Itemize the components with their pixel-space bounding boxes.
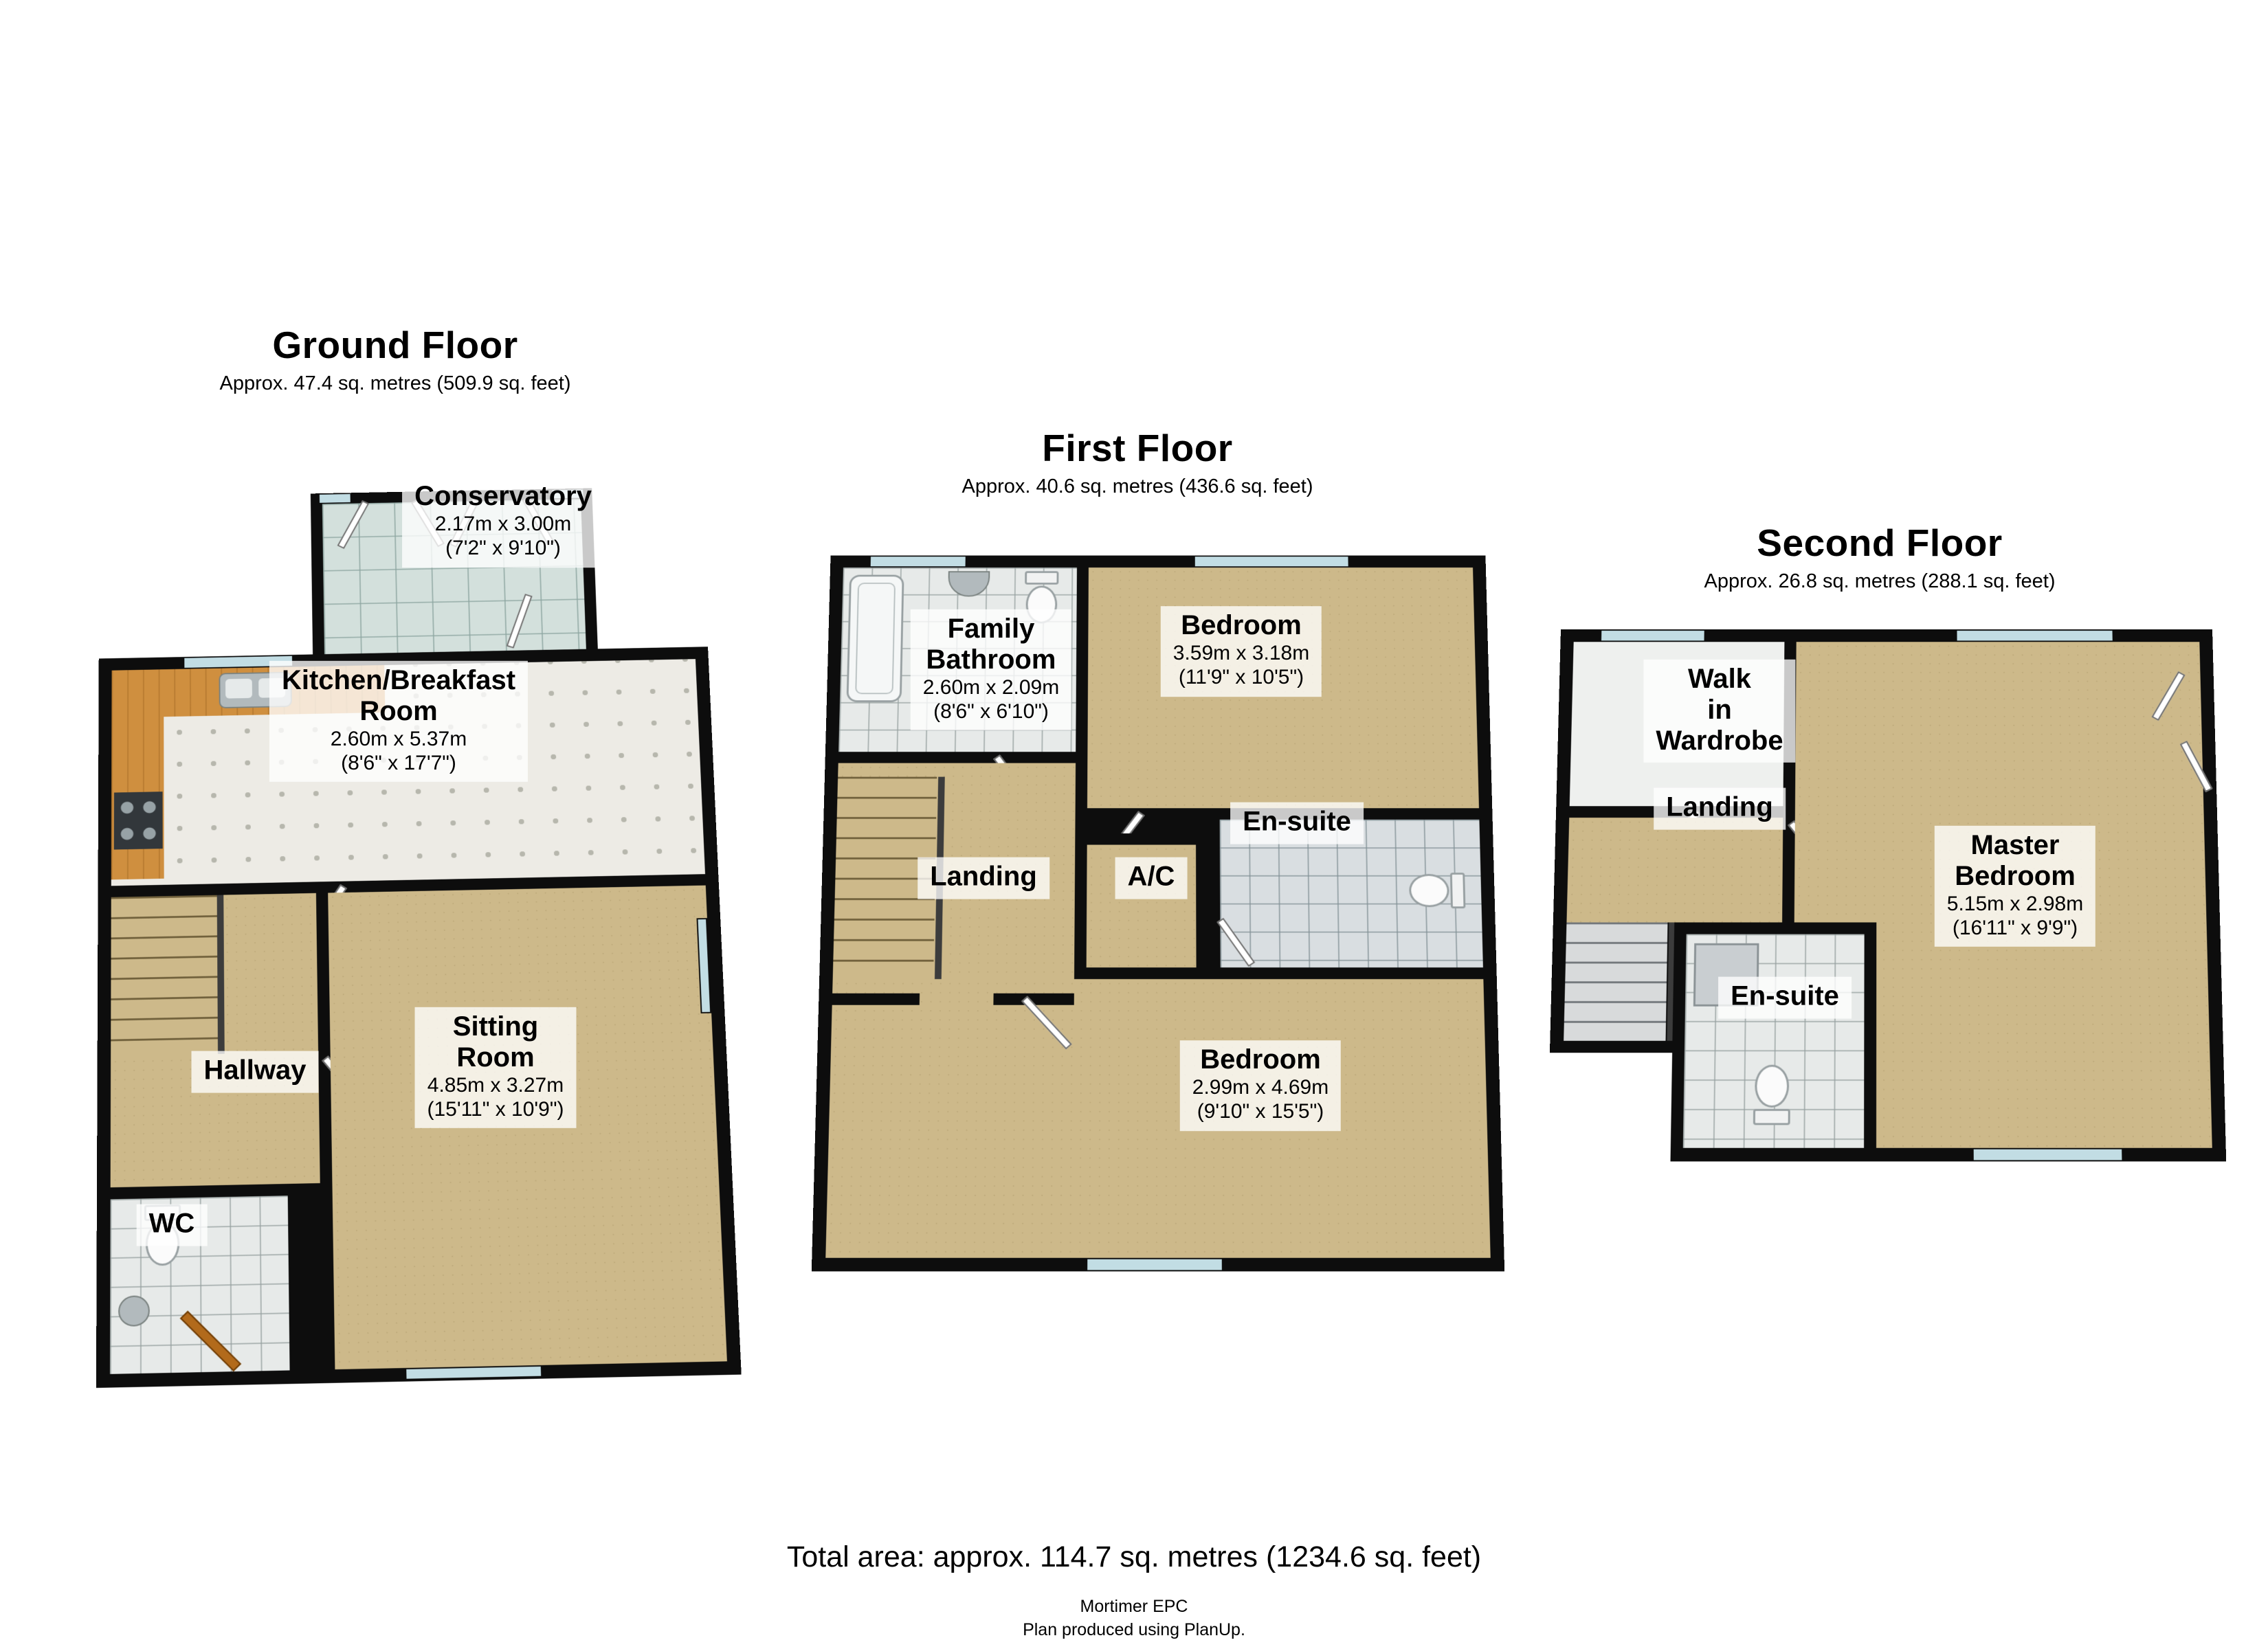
room-name: Family Bathroom [926,613,1056,675]
room-dim-metric: 2.60m x 5.37m [330,727,467,750]
second-floor-subtitle: Approx. 26.8 sq. metres (288.1 sq. feet) [1704,570,2056,592]
staircase [111,895,219,1057]
label-bedroom2: Bedroom 2.99m x 4.69m (9'10" x 15'5") [1179,1040,1342,1131]
sink-bowl [225,678,253,699]
second-floor-header: Second Floor Approx. 26.8 sq. metres (28… [1605,521,2155,593]
label-landing: Landing [918,857,1049,899]
room-name: Walk in Wardrobe [1656,663,1783,756]
label-sitting-room: Sitting Room 4.85m x 3.27m (15'11" x 10'… [414,1007,577,1129]
ground-floor-structure [96,486,742,1401]
label-ensuite: En-suite [1230,802,1364,844]
stair-banister [216,895,225,1054]
toilet-icon [1408,873,1450,908]
wardrobe-window [1600,629,1706,642]
label-ensuite2: En-suite [1718,976,1852,1019]
room-dim-metric: 4.85m x 3.27m [427,1073,564,1097]
credit-company: Mortimer EPC [1080,1597,1188,1616]
stove-hob-icon [113,792,163,850]
wall [1686,922,1865,934]
first-floor-subtitle: Approx. 40.6 sq. metres (436.6 sq. feet) [961,475,1313,497]
room-name: Sitting Room [452,1011,539,1073]
room-dim-imperial: (7'2" x 9'10") [445,537,561,560]
bedroom1-window [1193,555,1350,568]
label-conservatory: Conservatory 2.17m x 3.00m (7'2" x 9'10"… [402,477,604,568]
first-floor-header: First Floor Approx. 40.6 sq. metres (436… [863,426,1412,498]
room-dim-metric: 3.59m x 3.18m [1172,642,1310,665]
wall [832,993,920,1005]
toilet-icon [1755,1064,1790,1108]
room-name: Kitchen/Breakfast Room [281,664,516,726]
label-walk-in-wardrobe: Walk in Wardrobe [1643,659,1796,763]
ground-floor-title: Ground Floor [272,324,518,366]
room-name: Landing [930,861,1037,892]
total-area-text: Total area: approx. 114.7 sq. metres (12… [786,1540,1482,1573]
room-dim-metric: 2.17m x 3.00m [434,513,572,536]
master-window [1955,629,2114,642]
room-dim-metric: 2.99m x 4.69m [1192,1076,1329,1099]
toilet-icon [1753,1108,1790,1125]
room-dim-imperial: (15'11" x 10'9") [427,1097,564,1121]
ground-floor-plan: Conservatory 2.17m x 3.00m (7'2" x 9'10"… [96,412,742,1395]
wall [1076,568,1089,763]
second-floor-title: Second Floor [1757,521,2003,564]
label-ac: A/C [1115,857,1188,899]
room-name: Hallway [203,1055,307,1086]
wall [1208,967,1484,980]
label-bedroom1: Bedroom 3.59m x 3.18m (11'9" x 10'5") [1160,606,1322,697]
bathroom-window [869,555,967,568]
second-floor-plan: Walk in Wardrobe Landing Master Bedroom … [1546,598,2227,1182]
wall [838,752,990,763]
room-name: A/C [1127,861,1175,892]
room-dim-metric: 2.60m x 2.09m [922,675,1060,699]
room-dim-imperial: (8'6" x 6'10") [933,699,1049,723]
room-name: WC [148,1208,195,1239]
ac-cupboard-walls [1074,833,1209,980]
bedroom2-floor [825,979,1491,1258]
conservatory-window [318,493,352,504]
room-name: Bedroom [1181,610,1302,641]
first-floor-plan: Family Bathroom 2.60m x 2.09m (8'6" x 6'… [811,502,1505,1292]
wall [287,1195,302,1371]
wall [1864,922,1877,1148]
room-name: En-suite [1731,980,1839,1011]
room-name: Landing [1666,792,1773,822]
room-name: Master Bedroom [1955,829,2076,891]
sitting-room-window [405,1365,543,1380]
toilet-icon [1449,873,1466,909]
toilet-icon [1025,571,1059,585]
wall [1087,808,1134,820]
plan-outline-notch [1546,1053,1673,1162]
label-landing2: Landing [1654,787,1786,830]
room-dim-imperial: (16'11" x 9'9") [1952,916,2078,939]
first-floor-title: First Floor [1042,427,1233,469]
label-master-bedroom: Master Bedroom 5.15m x 2.98m (16'11" x 9… [1934,825,2096,947]
wall [1208,819,1221,980]
ground-floor-subtitle: Approx. 47.4 sq. metres (509.9 sq. feet) [219,372,571,394]
landing-floor [1566,818,1783,923]
room-name: Conservatory [414,481,592,512]
room-name: Bedroom [1200,1044,1321,1075]
label-family-bathroom: Family Bathroom 2.60m x 2.09m (8'6" x 6'… [910,609,1072,731]
wall [1782,883,1795,923]
credit-software: Plan produced using PlanUp. [1023,1620,1245,1639]
label-hallway: Hallway [191,1051,319,1093]
room-dim-metric: 5.15m x 2.98m [1946,892,2084,915]
label-kitchen: Kitchen/Breakfast Room 2.60m x 5.37m (8'… [269,660,529,783]
bathtub-icon [846,574,904,702]
ground-floor-header: Ground Floor Approx. 47.4 sq. metres (50… [120,323,670,395]
master-window [1972,1147,2124,1162]
room-dim-imperial: (8'6" x 17'7") [341,751,456,774]
room-dim-imperial: (9'10" x 15'5") [1197,1100,1324,1123]
label-wc: WC [136,1204,208,1246]
room-name: En-suite [1243,806,1351,837]
wall [1549,1040,1673,1053]
bedroom2-window [1086,1257,1223,1272]
room-dim-imperial: (11'9" x 10'5") [1178,666,1304,689]
staircase [1564,922,1668,1041]
